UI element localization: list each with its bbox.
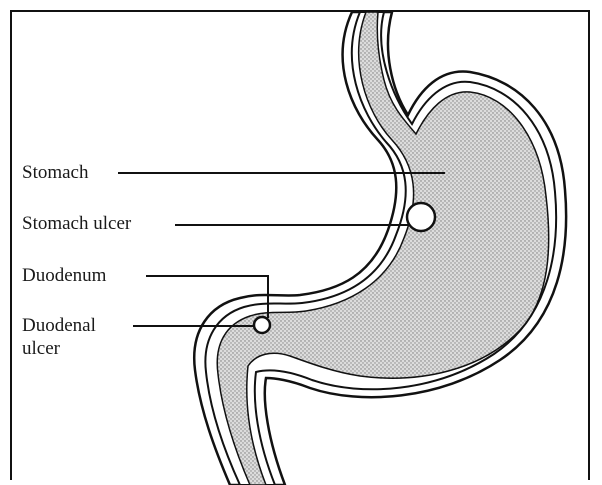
label-duodenum: Duodenum [22,265,106,287]
label-stomach: Stomach [22,162,89,184]
stomach-ulcer-marker [407,203,435,231]
label-duodenal-ulcer-line2: ulcer [22,338,60,360]
label-duodenal-ulcer-line1: Duodenal [22,315,96,337]
duodenal-ulcer-marker [254,317,270,333]
label-stomach-ulcer: Stomach ulcer [22,213,131,235]
